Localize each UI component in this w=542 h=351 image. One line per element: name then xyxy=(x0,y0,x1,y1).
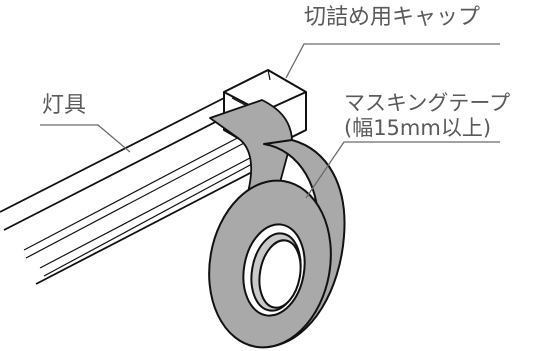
tape-leader-line xyxy=(305,141,500,199)
lamp-mid-line-3 xyxy=(39,157,251,269)
lamp-upper-face-line xyxy=(3,111,236,231)
lamp-mid-line-4 xyxy=(43,163,253,277)
lamp-mid-line-2 xyxy=(25,141,247,259)
lamp-leader-line xyxy=(40,124,131,153)
label-masking-tape-line1: マスキングテープ xyxy=(344,91,511,115)
label-lamp: 灯具 xyxy=(42,93,87,118)
label-masking-tape-line2: (幅15mm以上) xyxy=(344,116,492,141)
lamp-fixture xyxy=(0,95,257,285)
cap-leader-line xyxy=(285,43,500,79)
leader-lines xyxy=(40,43,500,199)
label-masking-tape: マスキングテープ (幅15mm以上) xyxy=(344,91,511,141)
label-end-cap: 切詰め用キャップ xyxy=(304,5,481,30)
lamp-bottom-edge xyxy=(35,169,257,285)
lamp-top-edge xyxy=(0,95,229,213)
tape-roll xyxy=(208,139,346,349)
lamp-mid-line-1 xyxy=(23,133,246,251)
